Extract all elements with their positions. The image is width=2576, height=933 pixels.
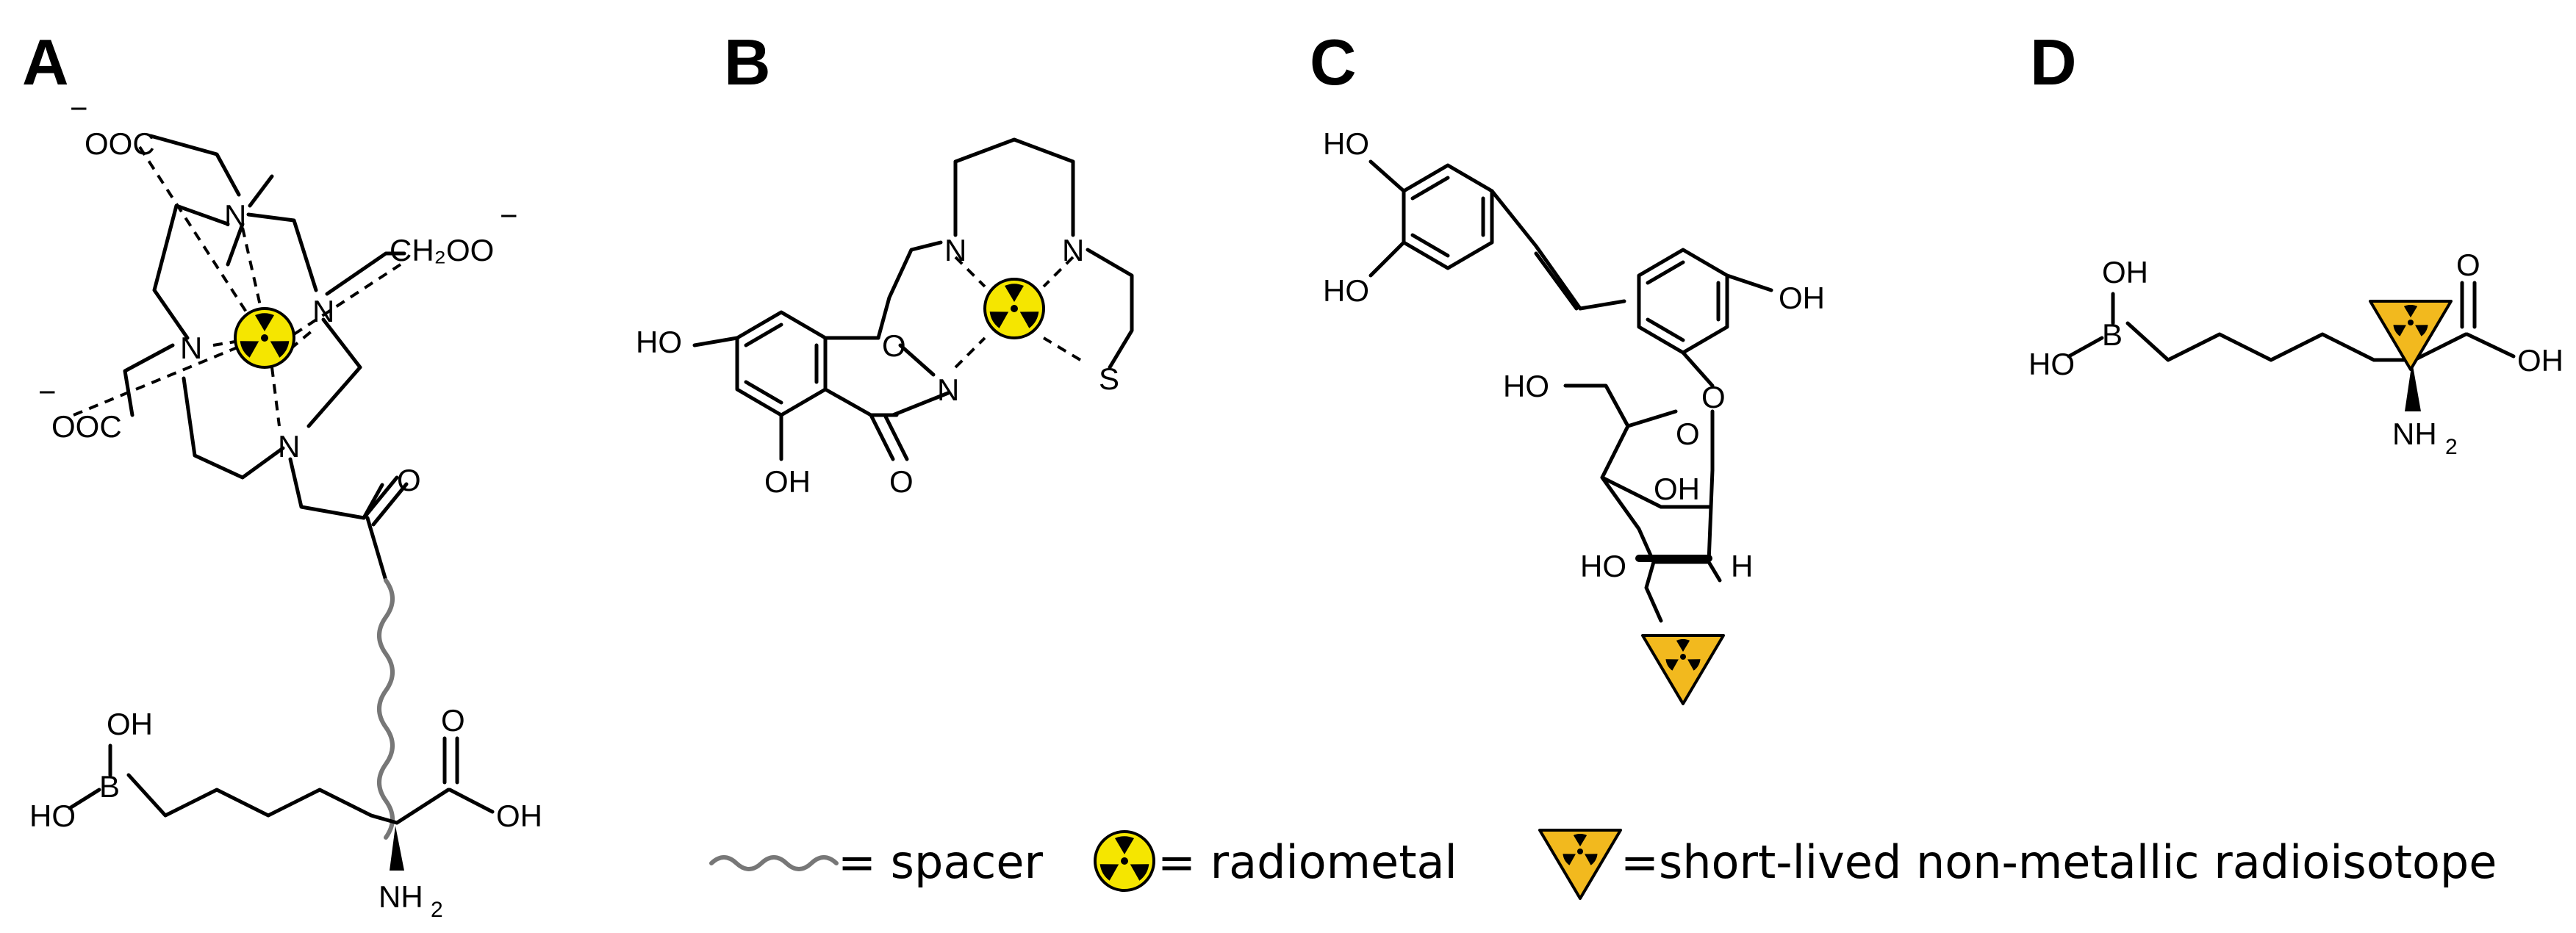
c-atom-oh-sugar: OH [1654, 472, 1700, 506]
radiometal-icon-b [983, 278, 1045, 339]
b-atom-n-left: N [944, 233, 966, 267]
a-minus-1: − [70, 91, 88, 126]
legend: = spacer = radiometal =short-lived non-m… [709, 829, 2497, 900]
a-minus-2: − [500, 198, 518, 233]
panel-label-d: D [2030, 26, 2077, 98]
isotope-legend-icon [1538, 829, 1622, 900]
a-atom-n1: N [224, 198, 246, 233]
a-atom-cooh-oh: OH [496, 799, 542, 833]
spacer-icon [709, 855, 839, 871]
d-atom-oh-b: OH [2102, 255, 2148, 289]
a-atom-n4: N [278, 429, 300, 464]
a-atom-ooc-top: OOC [85, 126, 155, 161]
b-atom-keto-o: O [889, 464, 914, 499]
panel-label-c: C [1310, 26, 1357, 98]
panel-label-b: B [724, 26, 771, 98]
c-atom-o-ring: O [1676, 417, 1700, 451]
a-atom-oh-b: OH [107, 707, 153, 741]
d-atom-cooh-oh: OH [2517, 343, 2564, 378]
panel-label-a: A [22, 26, 69, 98]
a-atom-nh2-sub: 2 [431, 898, 443, 922]
c-atom-o-link: O [1701, 380, 1726, 414]
isotope-icon-c [1641, 634, 1725, 705]
c-atom-h: H [1731, 549, 1753, 583]
d-atom-cooh-o: O [2456, 248, 2480, 282]
a-atom-ho-b: HO [29, 799, 76, 833]
a-atom-ooc-bottom: OOC [51, 409, 122, 444]
radiometal-icon [234, 307, 295, 369]
legend-spacer-label: = spacer [838, 835, 1044, 889]
structure-b: HO OH O N N N S O [636, 137, 1134, 499]
d-atom-nh2-sub: 2 [2445, 435, 2458, 459]
d-atom-b: B [2102, 317, 2123, 352]
legend-radiometal-label: = radiometal [1158, 835, 1457, 889]
c-atom-ho-bottom: HO [1323, 273, 1369, 308]
structure-c: HO HO OH O HO O OH HO H [1323, 126, 1825, 705]
b-atom-s: S [1099, 361, 1119, 396]
legend-isotope-label: =short-lived non-metallic radioisotope [1621, 835, 2497, 889]
d-atom-ho-b: HO [2028, 347, 2075, 381]
b-atom-oh: OH [764, 464, 811, 499]
a-wedge-bond [390, 826, 404, 871]
b-atom-n-right: N [1062, 233, 1084, 267]
c-atom-oh-right: OH [1779, 281, 1825, 315]
a-spacer-wave [377, 578, 395, 840]
a-atom-n3: N [180, 331, 202, 365]
a-atom-b: B [99, 769, 120, 804]
a-atom-carbonyl-o: O [397, 463, 421, 497]
a-atom-nh2: NH [378, 879, 423, 914]
b-atom-ho: HO [636, 325, 682, 359]
a-atom-ch2oo: CH₂OO [390, 233, 494, 267]
radiometal-legend-icon [1094, 830, 1155, 892]
structure-a: N N N N OOC − CH₂OO − OOC − O OH B HO O … [29, 91, 542, 922]
a-atom-n2: N [312, 294, 334, 328]
d-atom-nh2: NH [2392, 417, 2437, 451]
c-atom-ho-ch2: HO [1503, 369, 1549, 403]
a-atom-cooh-o: O [441, 703, 465, 738]
b-atom-n-bottom: N [937, 372, 959, 407]
c-atom-ho-sugar: HO [1580, 549, 1626, 583]
c-atom-ho-top: HO [1323, 126, 1369, 161]
a-minus-3: − [38, 375, 57, 409]
structure-d: OH B HO O OH NH 2 [2028, 248, 2564, 459]
d-wedge-bond [2405, 361, 2421, 411]
b-atom-o-ring: O [882, 328, 906, 363]
